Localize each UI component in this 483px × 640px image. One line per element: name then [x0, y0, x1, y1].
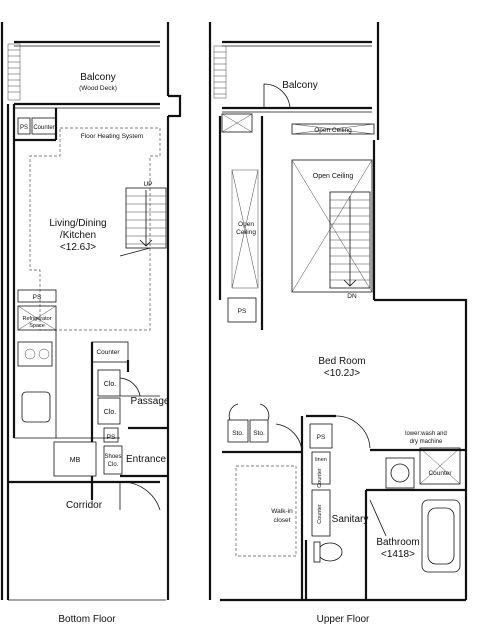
bf-fridge-1: Refrigerator [22, 316, 51, 322]
bf-ps-top: PS [20, 125, 28, 131]
bf-balcony-note: (Wood Deck) [79, 85, 117, 92]
uf-ps-mid: PS [317, 434, 326, 441]
bf-entrance: Entrance [126, 454, 166, 465]
uf-washer-2: dry machine [410, 439, 443, 445]
uf-counter-a: Counter [317, 468, 323, 488]
bf-living-label-1: Living/Dining [49, 218, 106, 229]
upper-floor-plan [208, 22, 468, 602]
bf-balcony-label: Balcony [80, 72, 116, 83]
uf-sto-1: Sto. [232, 430, 244, 437]
uf-bathroom-2: <1418> [381, 549, 415, 560]
uf-linen: linen [315, 457, 327, 463]
bf-shoes-1: Shoes [104, 454, 121, 460]
bf-floor-heating: Floor Heating System [81, 133, 144, 140]
bf-corridor: Corridor [66, 500, 103, 511]
bf-shoes-2: Clo. [108, 462, 119, 468]
bf-caption: Bottom Floor [58, 614, 116, 625]
bf-stair-up: UP [143, 181, 152, 188]
bottom-floor-plan [0, 22, 182, 601]
uf-open-ceiling-center: Open Ceiling [313, 173, 354, 180]
uf-walkin-2: closet [274, 517, 291, 524]
bf-clo-2: Clo. [104, 409, 117, 416]
bf-mb: MB [70, 457, 81, 464]
uf-open-ceiling-top: Open Ceiling [314, 127, 352, 134]
uf-sanitary: Sanitary [332, 514, 369, 525]
bf-counter-top: Counter [33, 125, 54, 131]
uf-sto-2: Sto. [253, 430, 265, 437]
uf-stair-dn: DN [347, 293, 357, 300]
uf-walkin-1: Walk-in [271, 508, 293, 515]
uf-bathroom-1: Bathroom [376, 537, 419, 548]
bf-counter-mid: Counter [96, 349, 120, 356]
uf-open-ceiling-left-1: Open [238, 221, 254, 228]
bf-clo-1: Clo. [104, 381, 117, 388]
uf-washer-1: lower:wash and [405, 431, 447, 437]
uf-counter-b: Counter [317, 504, 323, 524]
bf-living-label-3: <12.6J> [60, 242, 96, 253]
bf-passage: Passage [131, 396, 170, 407]
uf-open-ceiling-left-2: Ceiling [236, 229, 256, 236]
bf-living-label-2: /Kitchen [60, 230, 96, 241]
uf-caption: Upper Floor [317, 614, 370, 625]
uf-counter-c: Counter [428, 470, 452, 477]
uf-bedroom-1: Bed Room [318, 356, 365, 367]
uf-balcony-label: Balcony [282, 80, 318, 91]
uf-bedroom-2: <10.2J> [324, 368, 360, 379]
bf-ps-mid: PS [33, 294, 42, 301]
bf-fridge-2: Space [29, 323, 45, 329]
uf-ps-left: PS [238, 308, 247, 315]
bf-ps-low: PS [107, 434, 116, 441]
